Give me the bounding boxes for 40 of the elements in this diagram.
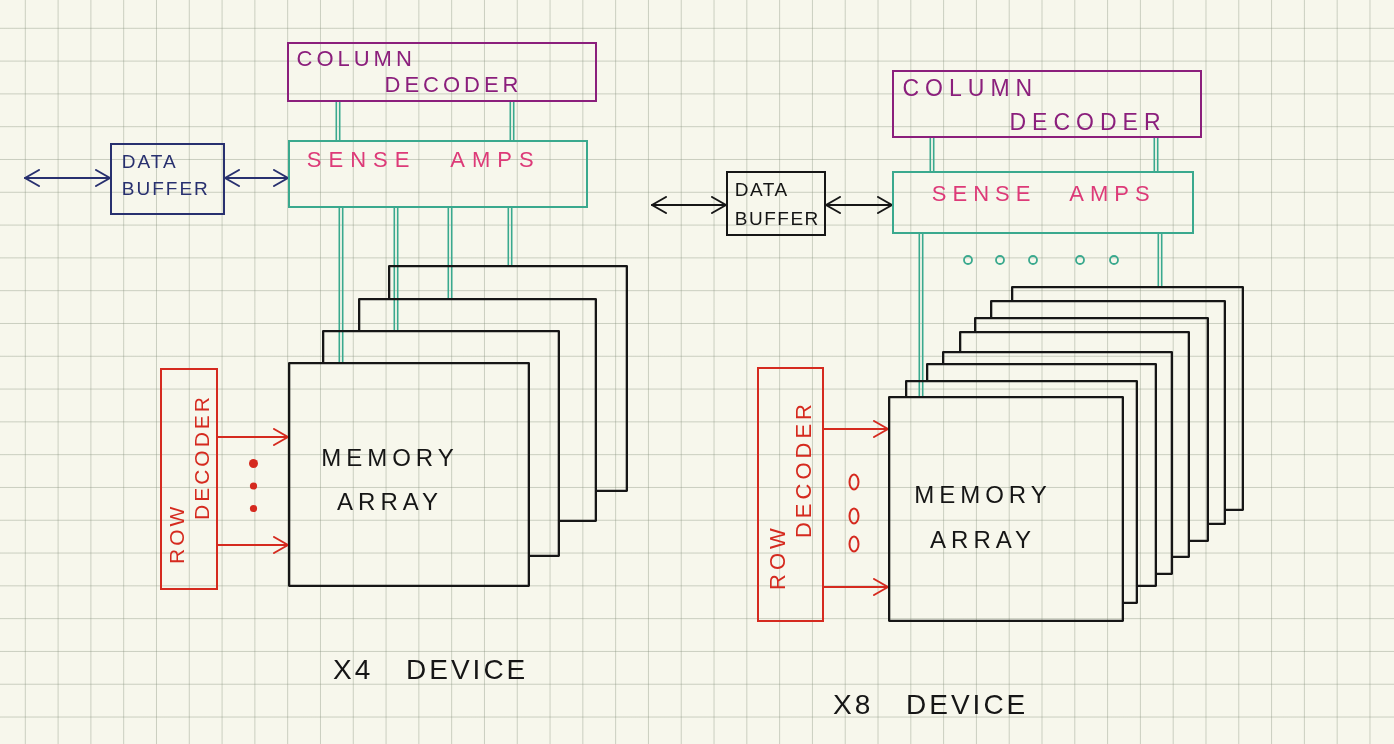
block-label: DATA BUFFER	[734, 177, 821, 231]
connector-line	[1157, 233, 1163, 287]
double-headed-arrow	[24, 169, 111, 187]
double-headed-arrow	[651, 196, 727, 214]
connector-line	[918, 233, 924, 397]
memory-array-stack	[888, 286, 1244, 622]
connector-line	[393, 207, 399, 331]
arrow	[217, 536, 289, 554]
connector-line	[1153, 137, 1159, 172]
arrow	[823, 420, 889, 438]
block-label: MEMORY ARRAY	[320, 443, 460, 517]
row-decoder-box	[160, 368, 218, 590]
block-label: SENSE AMPS	[931, 180, 1156, 207]
device-caption: X4 DEVICE	[333, 654, 529, 686]
block-label: ROW DECODER	[764, 399, 817, 590]
arrow	[823, 578, 889, 596]
block-label: COLUMN DECODER	[296, 45, 524, 98]
sense-amplifier-box	[892, 171, 1194, 234]
block-label: COLUMN DECODER	[902, 73, 1168, 137]
sense-amplifier-box	[288, 140, 588, 208]
block-label: SENSE AMPS	[306, 146, 541, 173]
column-decoder-box	[892, 70, 1202, 138]
memory-array-stack	[288, 265, 628, 587]
connector-line	[507, 207, 513, 266]
connector-line	[509, 101, 515, 141]
block-label: DATA BUFFER	[121, 149, 211, 201]
connector-line	[338, 207, 344, 363]
block-label: ROW DECODER	[164, 394, 214, 564]
connector-line	[929, 137, 935, 172]
double-headed-arrow	[224, 169, 289, 187]
device-caption: X8 DEVICE	[833, 689, 1029, 721]
block-label: MEMORY ARRAY	[913, 480, 1053, 555]
column-decoder-box	[287, 42, 597, 102]
row-decoder-box	[757, 367, 824, 622]
arrow	[217, 428, 289, 446]
double-headed-arrow	[825, 196, 893, 214]
data-buffer-box	[110, 143, 225, 215]
connector-line	[335, 101, 341, 141]
connector-line	[447, 207, 453, 299]
data-buffer-box	[726, 171, 826, 236]
